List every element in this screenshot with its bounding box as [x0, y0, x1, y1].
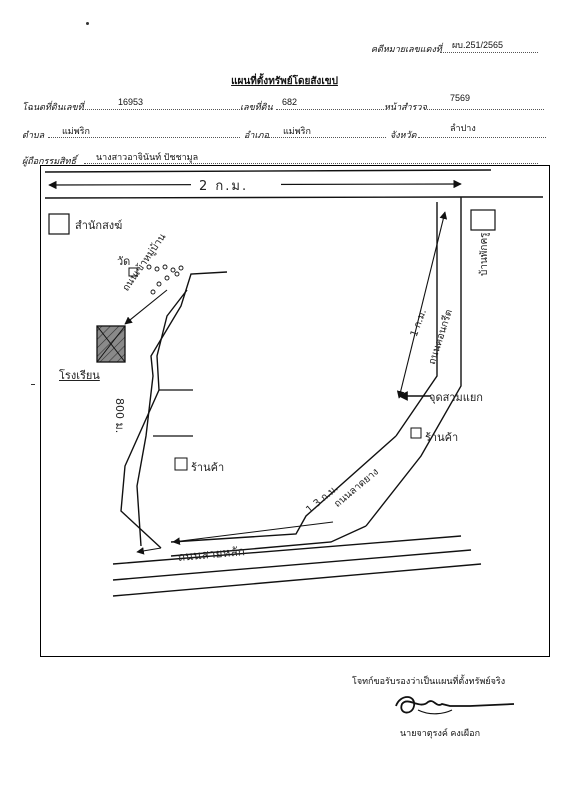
map-drawing	[44, 169, 543, 597]
corner-mark-top	[86, 22, 89, 25]
land-number-value: 682	[282, 97, 298, 107]
checkpoint-shop-icon	[410, 427, 422, 439]
signer-name: นายจาตุรงค์ คงเผือก	[400, 728, 481, 738]
signature-scribble-icon	[395, 696, 515, 715]
province-label: จังหวัด	[390, 130, 417, 140]
amphoe-value: แม่พริก	[283, 126, 311, 136]
left-distance-label: 800 ม.	[113, 398, 126, 434]
province-line	[418, 137, 546, 138]
temple-dots	[146, 264, 184, 295]
land-number-line	[276, 109, 384, 110]
shop-icon	[174, 457, 188, 471]
tambon-value: แม่พริก	[62, 126, 90, 136]
bottom-highway	[112, 535, 482, 597]
amphoe-line	[268, 137, 386, 138]
junction-label: จุดสามแยก	[429, 391, 483, 404]
left-top-landmark-label: สำนักสงฆ์	[75, 219, 123, 232]
top-main-road	[44, 169, 543, 199]
left-village-road	[120, 271, 228, 555]
deed-number-label: โฉนดที่ดินเลขที่	[22, 102, 84, 112]
temple-label: วัด	[117, 255, 131, 268]
certify-text: โจทก์ขอรับรองว่าเป็นแผนที่ตั้งทรัพย์จริง	[352, 676, 506, 686]
owner-value: นางสาวอาจินันท์ ปัชชามูล	[96, 152, 199, 162]
checkpoint-label: ร้านค้า	[425, 431, 459, 444]
left-top-landmark-icon	[48, 213, 70, 235]
middle-asphalt-road	[170, 435, 397, 557]
right-concrete-road	[365, 197, 462, 527]
tambon-label: ตำบล	[22, 130, 45, 140]
survey-page-line	[424, 109, 544, 110]
temple-icon	[128, 267, 138, 277]
survey-page-value: 7569	[450, 93, 471, 103]
case-number-value: ผบ.251/2565	[452, 40, 504, 50]
right-top-landmark-label: บ้านพักครู	[479, 232, 490, 276]
map-frame: 2 ก.ม. สำนักสงฆ์ วัด ถนนเข้าหมู่บ้าน โรง…	[40, 165, 550, 657]
page-title: แผนที่ตั้งทรัพย์โดยสังเขป	[231, 76, 338, 87]
case-number-line	[440, 52, 538, 53]
survey-page-label: หน้าสำรวจ	[384, 102, 427, 112]
property-label: โรงเรียน	[59, 369, 100, 382]
province-value: ลำปาง	[450, 123, 476, 133]
corner-mark-left	[31, 384, 35, 385]
right-top-landmark-icon	[470, 209, 496, 231]
land-number-label: เลขที่ดิน	[240, 102, 273, 112]
property-hatched-square-icon	[96, 325, 126, 363]
shop-label: ร้านค้า	[191, 461, 225, 474]
owner-line	[84, 163, 538, 164]
tambon-line	[48, 137, 240, 138]
deed-number-line	[82, 109, 240, 110]
case-number-label: คดีหมายเลขแดงที่	[371, 44, 442, 54]
top-distance-label: 2 ก.ม.	[199, 179, 249, 194]
owner-label: ผู้ถือกรรมสิทธิ์	[22, 156, 77, 166]
amphoe-label: อำเภอ	[244, 130, 269, 140]
deed-number-value: 16953	[118, 97, 144, 107]
